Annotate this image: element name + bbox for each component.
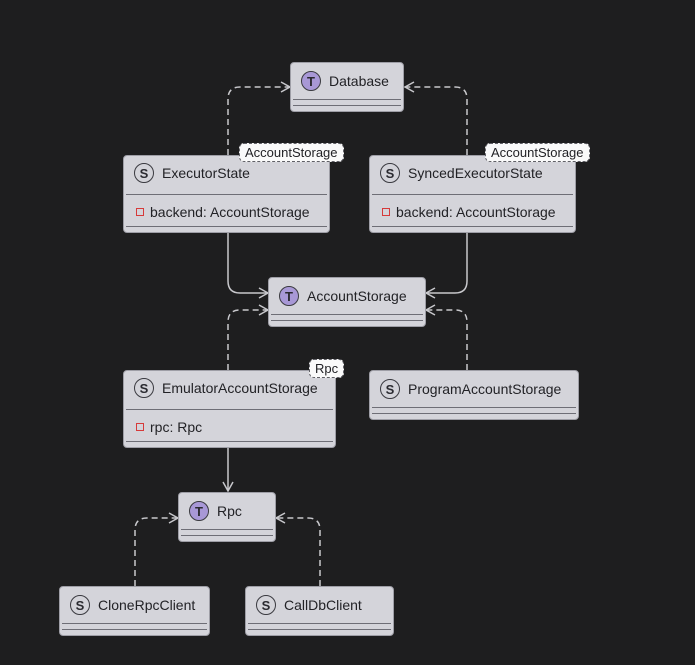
class-accountstorage[interactable]: T AccountStorage [268,277,426,327]
struct-badge-icon: S [70,595,90,615]
divider [248,623,391,624]
edge-executorstate-to-database [227,81,292,155]
divider [372,226,573,227]
class-title: ExecutorState [162,165,250,181]
divider [271,320,423,321]
generic-parameter-label: AccountStorage [239,143,344,162]
divider [126,226,327,227]
class-title: CallDbClient [284,597,362,613]
class-title: EmulatorAccountStorage [162,380,318,396]
class-syncedexecutorstate[interactable]: S SyncedExecutorState backend: AccountSt… [369,155,576,233]
class-title: ProgramAccountStorage [408,381,562,397]
divider [271,314,423,315]
class-executorstate[interactable]: S ExecutorState backend: AccountStorage [123,155,330,233]
divider [372,413,576,414]
field-text: backend: AccountStorage [150,204,310,220]
field-row: backend: AccountStorage [382,204,556,220]
divider [181,529,273,530]
divider [126,194,327,195]
divider [293,105,401,106]
divider [62,629,207,630]
struct-badge-icon: S [134,163,154,183]
struct-badge-icon: S [256,595,276,615]
edge-program-to-accountstorage [424,304,468,370]
private-field-icon [382,208,390,216]
field-text: rpc: Rpc [150,419,203,435]
class-title: Database [329,73,389,89]
divider [126,409,333,410]
field-row: backend: AccountStorage [136,204,310,220]
edge-clonerpcclient-to-rpc [134,512,180,586]
class-emulatoraccountstorage[interactable]: S EmulatorAccountStorage rpc: Rpc [123,370,336,448]
divider [62,623,207,624]
trait-badge-icon: T [189,501,209,521]
class-clonerpcclient[interactable]: S CloneRpcClient [59,586,210,636]
field-text: backend: AccountStorage [396,204,556,220]
class-calldbclient[interactable]: S CallDbClient [245,586,394,636]
struct-badge-icon: S [380,163,400,183]
trait-badge-icon: T [301,71,321,91]
generic-parameter-label: Rpc [309,359,345,378]
trait-badge-icon: T [279,286,299,306]
edge-syncedexecutorstate-to-accountstorage [424,233,468,299]
edge-emulator-to-accountstorage [227,304,270,370]
edge-executorstate-to-accountstorage [227,233,270,299]
struct-badge-icon: S [134,378,154,398]
private-field-icon [136,423,144,431]
class-rpc[interactable]: T Rpc [178,492,276,542]
edge-calldbclient-to-rpc [274,512,321,586]
divider [372,407,576,408]
class-title: SyncedExecutorState [408,165,543,181]
class-programaccountstorage[interactable]: S ProgramAccountStorage [369,370,579,420]
divider [293,99,401,100]
divider [126,441,333,442]
field-row: rpc: Rpc [136,419,202,435]
class-title: Rpc [217,503,242,519]
divider [181,535,273,536]
divider [248,629,391,630]
class-database[interactable]: T Database [290,62,404,112]
generic-parameter-label: AccountStorage [485,143,590,162]
class-title: AccountStorage [307,288,407,304]
private-field-icon [136,208,144,216]
struct-badge-icon: S [380,379,400,399]
edge-syncedexecutorstate-to-database [403,81,468,155]
divider [372,194,573,195]
class-title: CloneRpcClient [98,597,196,613]
